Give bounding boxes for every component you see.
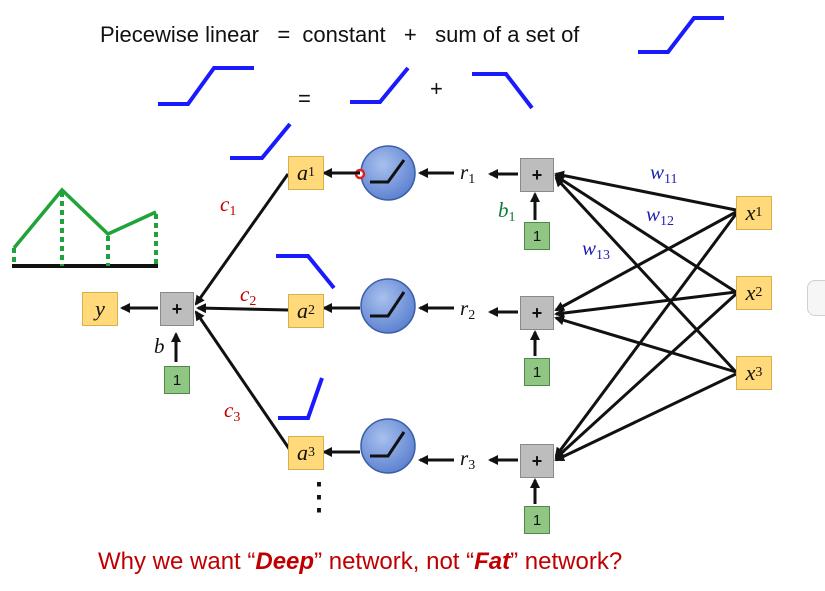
node-x1-sub: 1 [755,205,763,220]
arrow-a1-sum [194,173,290,306]
label-r1: r1 [460,160,475,188]
neuron-3 [360,418,416,474]
bottom-mid: ” network, not “ [314,548,475,575]
bottom-deep: Deep [255,548,315,575]
side-panel-handle[interactable] [807,280,825,316]
title-plus: + [403,22,417,47]
bias-one-b: 1 [164,366,190,394]
label-c1: c1 [220,192,236,220]
label-w11-sub: 11 [664,172,678,187]
label-r2-sub: 2 [468,308,476,323]
label-c2: c2 [240,282,256,310]
label-w12: w12 [646,202,674,230]
label-b: b [154,334,165,358]
label-c3: c3 [224,398,240,426]
sigmoid-component-icon [350,66,410,104]
sum-box-2: + [520,296,554,330]
bottom-question: Why we want “Deep” network, not “Fat” ne… [98,548,622,576]
neuron-2 [360,278,416,334]
node-x3-sub: 3 [755,365,763,380]
bias-one-1: 1 [524,222,550,250]
bias-one-2: 1 [524,358,550,386]
neuron-1 [360,145,416,201]
sum-box-1: + [520,158,554,192]
label-r3-sub: 3 [468,458,476,473]
title-right: sum of a set of [435,22,580,47]
piecewise-linear-plot [12,187,158,268]
label-b1-sym: b [498,198,509,222]
arrow-a3-sum [194,310,292,451]
node-a1-sub: 1 [308,165,315,180]
decomposition-plus: + [430,76,443,101]
bias-one-3: 1 [524,506,550,534]
label-w11-sym: w [650,160,665,184]
piecewise-curve-icon [158,66,254,106]
node-a3-sub: 3 [308,445,315,460]
node-a3-sym: a [297,440,308,465]
arrow-a2-sum [196,303,289,314]
label-c2-sym: c [240,282,250,306]
sigmoid-component-icon-2 [230,122,292,160]
bottom-pre: Why we want “ [98,548,256,575]
label-c1-sym: c [220,192,230,216]
label-b1-sub: 1 [508,210,516,225]
label-r1-sub: 1 [468,172,476,187]
label-r3-sym: r [460,446,469,470]
node-x1-sym: x [745,200,756,225]
descending-sigmoid-icon-a2 [276,254,336,290]
label-b1: b1 [498,198,516,226]
node-x2-sym: x [745,280,756,305]
hard-sigmoid-title-icon [638,16,724,54]
label-w12-sym: w [646,202,661,226]
label-w13-sym: w [582,236,597,260]
decomposition-equals: = [298,86,311,111]
label-c2-sub: 2 [249,294,257,309]
node-a2-sub: 2 [308,303,315,318]
node-y: y [82,292,118,326]
label-r2: r2 [460,296,475,324]
node-x2-sub: 2 [755,285,763,300]
descending-sigmoid-icon [472,72,534,110]
label-w13-sub: 13 [596,248,611,263]
node-x3-sym: x [745,360,756,385]
node-a2-sym: a [297,298,308,323]
label-c1-sub: 1 [229,204,237,219]
sigmoid-component-icon-a3 [278,377,324,420]
bottom-post: ” network? [510,548,623,575]
label-r3: r3 [460,446,475,474]
title-left: Piecewise linear [100,22,259,47]
sum-box-3: + [520,444,554,478]
label-r1-sym: r [460,160,469,184]
label-w13: w13 [582,236,610,264]
sum-box-y: + [160,292,194,326]
title-line: Piecewise linear = constant + sum of a s… [100,22,579,48]
title-equals: = [277,22,291,47]
label-c3-sub: 3 [233,410,241,425]
title-middle: constant [302,22,386,47]
bottom-fat: Fat [474,548,511,575]
vertical-ellipsis: ⋮ [300,476,338,518]
label-w11: w11 [650,160,678,188]
node-a1-sym: a [297,160,308,185]
weight-edges [554,170,738,462]
label-w12-sub: 12 [660,214,675,229]
label-c3-sym: c [224,398,234,422]
label-r2-sym: r [460,296,469,320]
